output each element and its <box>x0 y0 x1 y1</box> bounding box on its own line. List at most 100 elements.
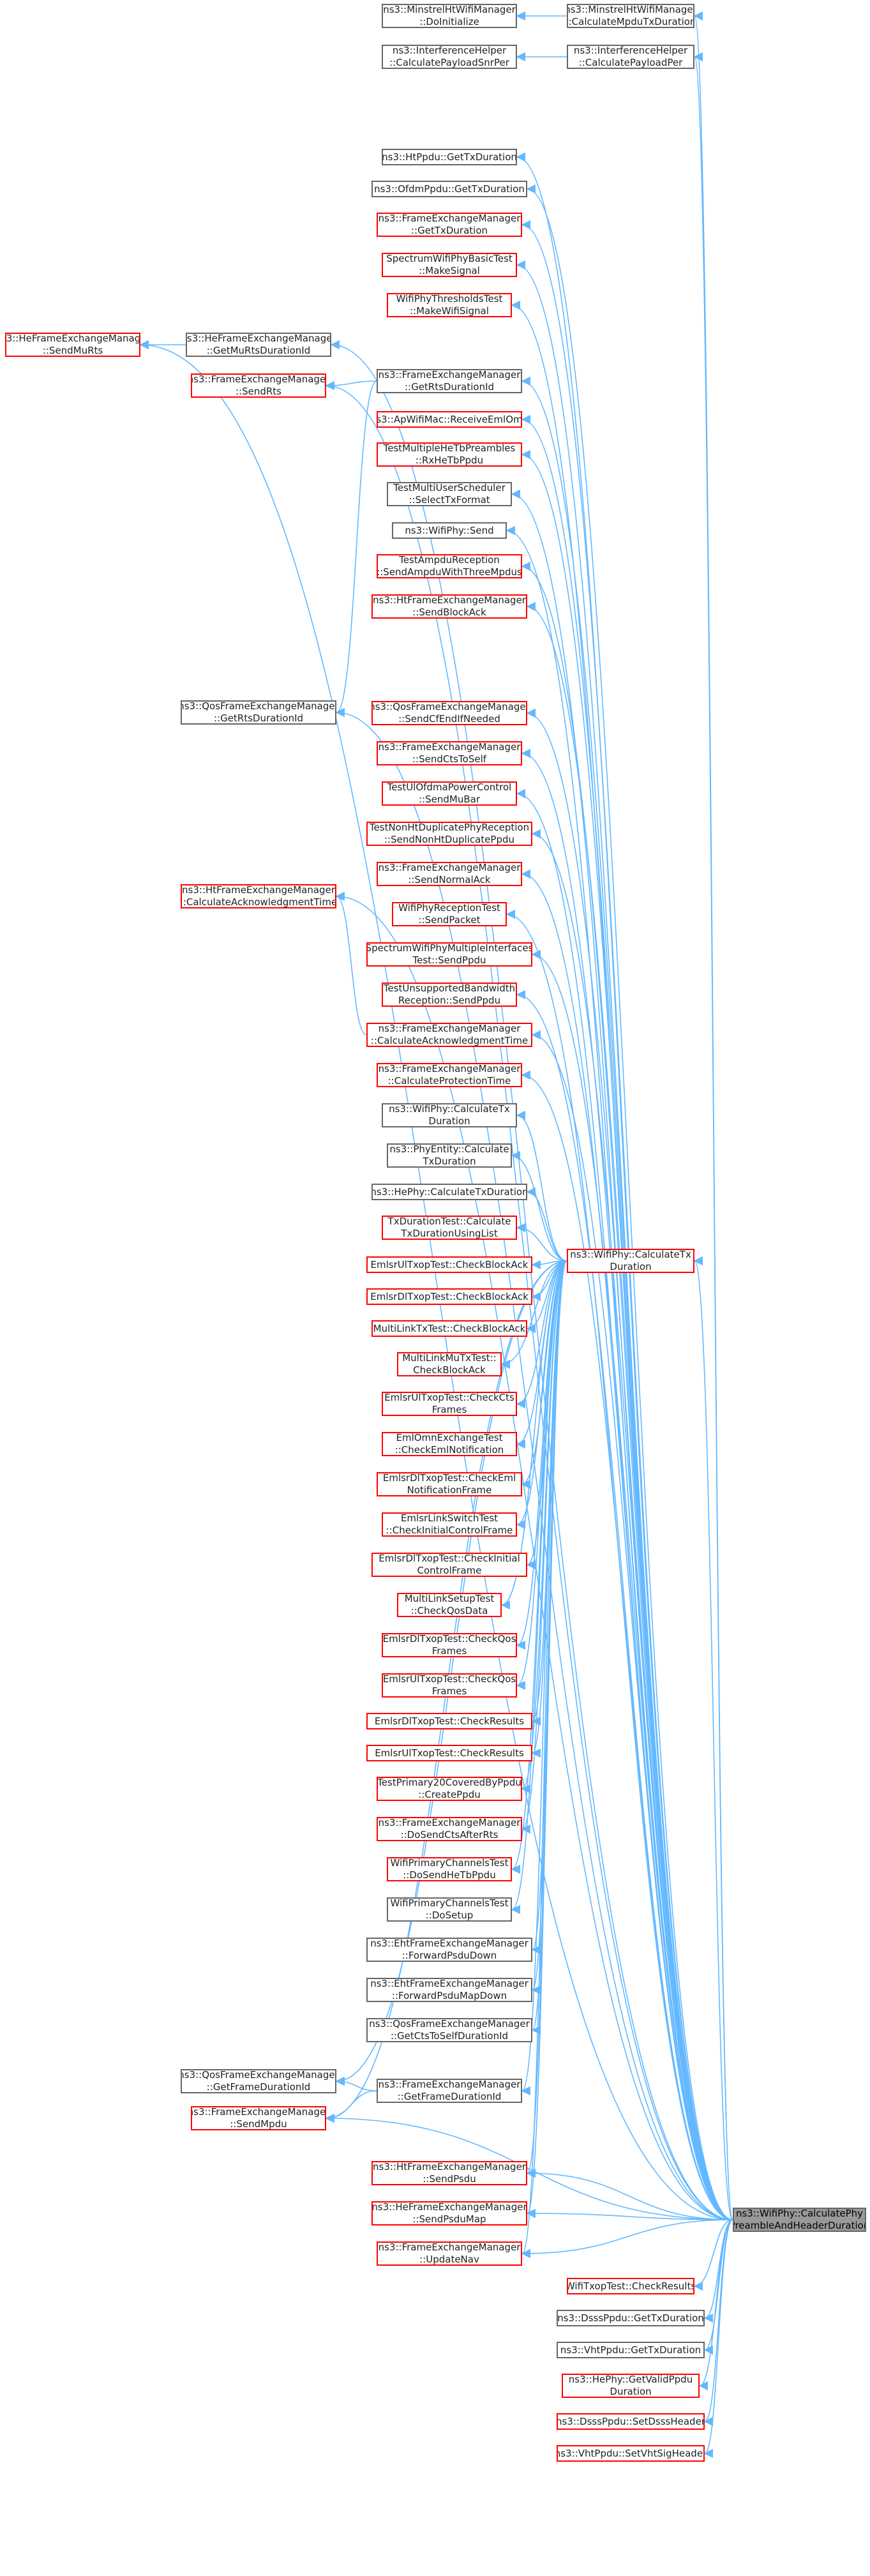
graph-node[interactable]: ns3::WifiPhy::Send <box>392 522 507 539</box>
node-label-line: ::ForwardPsduMapDown <box>391 1990 507 2001</box>
graph-node[interactable]: ns3::InterferenceHelper::CalculatePayloa… <box>567 45 694 69</box>
node-label-line: ns3::PhyEntity::Calculate <box>389 1143 509 1155</box>
graph-node[interactable]: TestMultipleHeTbPreambles::RxHeTbPpdu <box>377 442 522 467</box>
graph-node[interactable]: ns3::FrameExchangeManager::GetTxDuration <box>377 213 522 237</box>
node-label-line: ns3::FrameExchangeManager <box>191 2106 326 2118</box>
graph-node[interactable]: MultiLinkSetupTest::CheckQosData <box>397 1593 502 1617</box>
node-label-line: ns3::OfdmPpdu::GetTxDuration <box>374 183 525 195</box>
node-label-line: ::SendPsduMap <box>412 2213 486 2225</box>
node-label-line: ns3::WifiPhy::Send <box>405 524 494 536</box>
node-label-line: ::DoSendHeTbPpdu <box>403 1869 496 1881</box>
node-label-line: ::SendCtsToSelf <box>412 753 487 765</box>
graph-node[interactable]: ns3::MinstrelHtWifiManager::DoInitialize <box>382 4 517 28</box>
graph-node[interactable]: TestNonHtDuplicatePhyReception::SendNonH… <box>366 822 532 846</box>
graph-node[interactable]: SpectrumWifiPhyBasicTest::MakeSignal <box>382 253 517 277</box>
call-edge <box>521 869 733 2220</box>
graph-node[interactable]: ns3::FrameExchangeManager::SendNormalAck <box>377 862 522 886</box>
graph-node[interactable]: ns3::OfdmPpdu::GetTxDuration <box>371 181 527 197</box>
graph-node[interactable]: ns3::HeFrameExchangeManager::SendMuRts <box>5 333 140 357</box>
call-edge <box>526 708 733 2220</box>
graph-node[interactable]: ns3::QosFrameExchangeManager::SendCfEndI… <box>371 701 527 725</box>
graph-node[interactable]: ns3::HeFrameExchangeManager::GetMuRtsDur… <box>186 333 331 357</box>
graph-node[interactable]: ns3::HtPpdu::GetTxDuration <box>382 149 517 165</box>
node-label-line: TxDurationTest::Calculate <box>387 1216 511 1227</box>
graph-node[interactable]: ns3::FrameExchangeManager::GetRtsDuratio… <box>377 369 522 393</box>
node-label-line: ns3::WifiPhy::CalculatePhy <box>735 2208 864 2219</box>
graph-node[interactable]: MultiLinkTxTest::CheckBlockAck <box>371 1320 527 1337</box>
graph-node[interactable]: EmlsrLinkSwitchTest::CheckInitialControl… <box>382 1512 517 1537</box>
graph-node[interactable]: EmlOmnExchangeTest::CheckEmlNotification <box>382 1432 517 1456</box>
node-label-line: ns3::WifiPhy::CalculateTx <box>570 1249 691 1260</box>
graph-node[interactable]: ns3::FrameExchangeManager::SendCtsToSelf <box>377 741 522 765</box>
node-label-line: ::MakeWifiSignal <box>410 305 489 317</box>
node-label-line: ::GetTxDuration <box>410 225 488 236</box>
node-label-line: ::SendCfEndIfNeeded <box>398 713 500 725</box>
graph-node[interactable]: ns3::QosFrameExchangeManager::GetCtsToSe… <box>366 2018 532 2042</box>
graph-node[interactable]: ns3::FrameExchangeManager::GetFrameDurat… <box>377 2079 522 2103</box>
call-edge <box>335 380 377 717</box>
graph-node[interactable]: ns3::HeFrameExchangeManager::SendPsduMap <box>371 2201 527 2226</box>
graph-node[interactable]: WifiTxopTest::CheckResults <box>567 2278 694 2294</box>
graph-node[interactable]: TestAmpduReception::SendAmpduWithThreeMp… <box>377 554 522 578</box>
call-edge <box>516 1223 567 1262</box>
graph-node[interactable]: ns3::FrameExchangeManager::CalculateAckn… <box>366 1023 532 1047</box>
graph-node[interactable]: MultiLinkMuTxTest::CheckBlockAck <box>397 1352 502 1376</box>
graph-node[interactable]: WifiPrimaryChannelsTest::DoSetup <box>387 1897 512 1922</box>
node-label-line: ::SendPacket <box>418 914 481 926</box>
graph-node[interactable]: ns3::QosFrameExchangeManager::GetFrameDu… <box>181 2069 336 2093</box>
graph-node[interactable]: ns3::InterferenceHelper::CalculatePayloa… <box>382 45 517 69</box>
graph-node[interactable]: ns3::FrameExchangeManager::SendRts <box>191 373 326 398</box>
graph-node[interactable]: ns3::EhtFrameExchangeManager::ForwardPsd… <box>366 1938 532 1962</box>
graph-node[interactable]: TestPrimary20CoveredByPpdu::CreatePpdu <box>377 1777 522 1801</box>
node-label-line: ns3::HePhy::CalculateTxDuration <box>371 1186 527 1198</box>
graph-node[interactable]: ns3::DsssPpdu::GetTxDuration <box>557 2310 705 2326</box>
graph-node[interactable]: EmlsrDlTxopTest::CheckResults <box>366 1713 532 1729</box>
node-label-line: EmlsrDlTxopTest::CheckResults <box>374 1715 525 1727</box>
graph-node[interactable]: WifiPhyReceptionTest::SendPacket <box>392 902 507 926</box>
graph-node[interactable]: ns3::VhtPpdu::SetVhtSigHeader <box>557 2445 705 2462</box>
node-label-line: ns3::FrameExchangeManager <box>378 2241 521 2253</box>
graph-node[interactable]: ns3::FrameExchangeManager::CalculateProt… <box>377 1063 522 1087</box>
graph-node[interactable]: ns3::HtFrameExchangeManager::SendBlockAc… <box>371 594 527 619</box>
graph-node[interactable]: ns3::ApWifiMac::ReceiveEmlOmn <box>377 411 522 428</box>
graph-node[interactable]: TestUlOfdmaPowerControl::SendMuBar <box>382 781 517 806</box>
graph-node[interactable]: ns3::EhtFrameExchangeManager::ForwardPsd… <box>366 1978 532 2002</box>
graph-node[interactable]: ns3::FrameExchangeManager::SendMpdu <box>191 2106 326 2130</box>
call-edge <box>703 2219 733 2458</box>
graph-node[interactable]: TestMultiUserScheduler::SelectTxFormat <box>387 482 512 506</box>
node-label-line: ns3::DsssPpdu::GetTxDuration <box>557 2312 704 2324</box>
node-label-line: ns3::FrameExchangeManager <box>378 741 521 753</box>
graph-node[interactable]: ns3::MinstrelHtWifiManager::CalculateMpd… <box>567 4 694 28</box>
graph-node[interactable]: ns3::FrameExchangeManager::UpdateNav <box>377 2241 522 2266</box>
node-label-line: ns3::ApWifiMac::ReceiveEmlOmn <box>377 413 522 425</box>
call-edge <box>516 1260 567 1690</box>
graph-node[interactable]: ns3::DsssPpdu::SetDsssHeader <box>557 2413 705 2430</box>
graph-node[interactable]: ns3::VhtPpdu::GetTxDuration <box>557 2342 705 2358</box>
graph-node[interactable]: ns3::QosFrameExchangeManager::GetRtsDura… <box>181 700 336 725</box>
graph-node[interactable]: ns3::HtFrameExchangeManager::SendPsdu <box>371 2161 527 2185</box>
graph-node[interactable]: EmlsrDlTxopTest::CheckBlockAck <box>366 1288 532 1305</box>
node-label-line: SpectrumWifiPhyMultipleInterfaces <box>366 942 532 954</box>
graph-node[interactable]: ns3::HePhy::CalculateTxDuration <box>371 1184 527 1200</box>
node-label-line: EmlOmnExchangeTest <box>396 1432 503 1443</box>
graph-node[interactable]: WifiPrimaryChannelsTest::DoSendHeTbPpdu <box>387 1857 512 1881</box>
graph-node[interactable]: EmlsrUlTxopTest::CheckBlockAck <box>366 1256 532 1273</box>
graph-node[interactable]: EmlsrUlTxopTest::CheckResults <box>366 1745 532 1761</box>
node-label-line: EmlsrLinkSwitchTest <box>400 1512 499 1524</box>
graph-node[interactable]: ns3::HtFrameExchangeManager::CalculateAc… <box>181 884 336 908</box>
node-label-line: Frames <box>431 1685 467 1697</box>
graph-node[interactable]: ns3::FrameExchangeManager::DoSendCtsAfte… <box>377 1817 522 1841</box>
graph-node[interactable]: WifiPhyThresholdsTest::MakeWifiSignal <box>387 293 512 317</box>
